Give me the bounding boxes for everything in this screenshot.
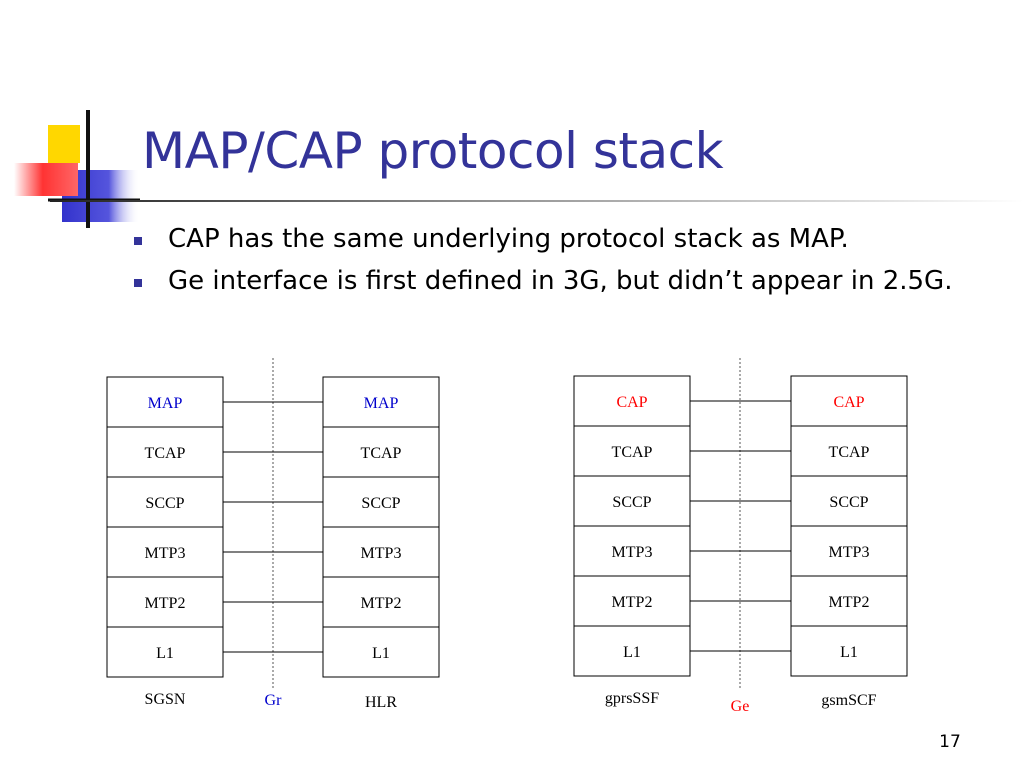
left-layer-label: L1 (623, 644, 641, 661)
left-layer-box (573, 525, 691, 577)
left-layer-label: L1 (156, 645, 174, 662)
right-node-label: gsmSCF (821, 692, 876, 709)
left-layer-label: CAP (616, 394, 647, 411)
right-layer-label: MTP3 (361, 545, 402, 562)
right-layer-box (790, 625, 908, 677)
right-layer-box (790, 425, 908, 477)
right-layer-box (322, 376, 440, 428)
right-layer-label: MTP2 (361, 595, 402, 612)
left-layer-box (573, 425, 691, 477)
left-layer-box (573, 575, 691, 627)
slide-title: MAP/CAP protocol stack (142, 122, 724, 180)
right-layer-label: CAP (833, 394, 864, 411)
left-layer-box (573, 625, 691, 677)
left-layer-label: TCAP (612, 444, 653, 461)
left-layer-label: MTP2 (145, 595, 186, 612)
square-bullet-icon (134, 279, 142, 287)
left-node-label: SGSN (145, 691, 186, 708)
left-layer-box (573, 375, 691, 427)
left-layer-box (106, 376, 224, 428)
right-layer-label: SCCP (829, 494, 868, 511)
bullet-item: CAP has the same underlying protocol sta… (130, 220, 990, 258)
bullet-item: Ge interface is first defined in 3G, but… (130, 262, 990, 300)
right-layer-box (322, 526, 440, 578)
square-bullet-icon (134, 237, 142, 245)
right-layer-label: L1 (840, 644, 858, 661)
right-node-label: HLR (365, 694, 397, 711)
left-layer-label: MTP3 (612, 544, 653, 561)
right-layer-label: TCAP (829, 444, 870, 461)
left-layer-box (106, 576, 224, 628)
right-layer-label: SCCP (361, 495, 400, 512)
right-layer-label: MTP3 (829, 544, 870, 561)
interface-label: Ge (731, 698, 750, 715)
right-layer-label: L1 (372, 645, 390, 662)
left-layer-box (573, 475, 691, 527)
interface-label: Gr (265, 692, 283, 709)
right-layer-label: TCAP (361, 445, 402, 462)
left-layer-box (106, 476, 224, 528)
left-layer-label: MAP (148, 395, 183, 412)
right-layer-label: MTP2 (829, 594, 870, 611)
bullet-text: Ge interface is first defined in 3G, but… (168, 266, 953, 296)
left-layer-label: TCAP (145, 445, 186, 462)
left-layer-label: MTP3 (145, 545, 186, 562)
left-layer-label: SCCP (612, 494, 651, 511)
left-node-label: gprsSSF (605, 690, 659, 707)
bullet-text: CAP has the same underlying protocol sta… (168, 224, 849, 254)
bullet-list: CAP has the same underlying protocol sta… (130, 220, 990, 304)
left-layer-label: MTP2 (612, 594, 653, 611)
left-layer-label: SCCP (145, 495, 184, 512)
right-layer-label: MAP (364, 395, 399, 412)
right-layer-box (322, 476, 440, 528)
title-divider (50, 200, 1024, 202)
page-number: 17 (939, 732, 961, 752)
